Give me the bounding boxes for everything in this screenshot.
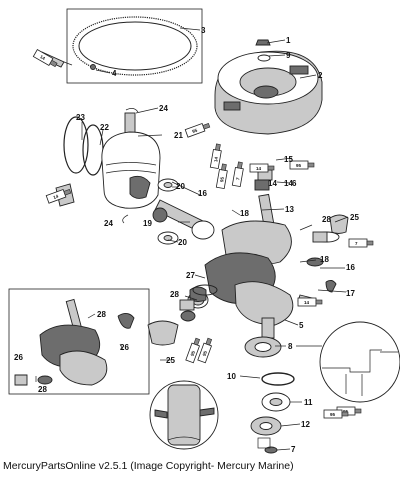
callout-13: 13 [285,205,294,214]
crankshaft [180,193,340,339]
callout-28: 28 [322,215,331,224]
sealant-tube: 95 [184,122,211,138]
sealant-tube-label: 14 [52,193,59,200]
callout-14: 14 [284,179,293,188]
callout-20-b: 20 [178,238,187,247]
sealant-tube-label: 95 [219,176,225,182]
callout-21: 21 [174,131,183,140]
sealant-tube: 7 [231,161,244,188]
connecting-rod [152,178,215,245]
ring-gear-panel [38,8,203,84]
callout-9: 9 [286,51,291,60]
callout-28-b: 28 [170,290,179,299]
callout-8: 8 [288,342,293,351]
callout-16-b: 16 [346,263,355,272]
callout-22: 22 [100,123,109,132]
callout-5: 5 [299,321,304,330]
seal-detail [296,321,400,403]
callout-25: 25 [350,213,359,222]
callout-3: 3 [201,26,206,35]
sealant-tube: 14 [45,188,72,204]
sealant-tube-label: 95 [191,127,198,134]
image-caption: MercuryPartsOnline v2.5.1 (Image Copyrig… [3,460,294,472]
sealant-tube-label: 7 [355,241,358,246]
sealant-tube-label: 95 [190,350,197,357]
flywheel-assembly [214,39,323,135]
lower-bearing-stack [244,336,295,454]
sealant-tube: 95 [289,160,315,170]
bearing-halves [147,169,349,346]
callout-4: 4 [112,69,117,78]
bearing-detail [149,380,219,450]
callout-12: 12 [301,420,310,429]
callout-17: 17 [346,289,355,298]
sealant-tube-label: 95 [330,412,336,417]
sealant-tube-label: 95 [202,350,209,357]
callout-28-d: 28 [38,385,47,394]
sealant-tube: 14 [32,48,58,68]
callout-18: 18 [240,209,249,218]
sealant-tube: 95 [323,409,349,419]
callout-16: 16 [198,189,207,198]
callout-18-b: 18 [320,255,329,264]
leader-lines [35,27,349,451]
callout-24-b: 24 [104,219,113,228]
callout-20: 20 [176,182,185,191]
callout-25-b: 25 [166,356,175,365]
callout-14-b: 14 [268,179,277,188]
sealant-tube-label: 14 [213,156,219,162]
callout-7: 7 [291,445,296,454]
sealant-tube: 14 [249,163,275,173]
sealant-tube-label: 14 [256,166,262,171]
sealant-tube: 95 [215,163,228,190]
sealant-tube: 95 [197,337,213,364]
callout-2: 2 [318,71,323,80]
callout-23: 23 [76,113,85,122]
callout-1: 1 [286,36,291,45]
callout-10: 10 [227,372,236,381]
sealant-tube-label: 14 [304,300,310,305]
callout-27: 27 [186,271,195,280]
callout-numbers: 1 2 3 4 5 6 7 8 9 10 11 12 13 14 15 16 1… [14,26,359,454]
callout-24: 24 [159,104,168,113]
inset-crankshaft-panel [8,288,150,395]
sealant-tube-label: 95 [296,163,302,168]
callout-6: 6 [292,179,297,188]
sealant-tube: 7 [348,238,374,248]
sealant-tube-label: 7 [235,177,240,181]
callout-26-b: 26 [120,343,129,352]
sealant-tube-label: 95 [343,409,349,414]
callout-28-c: 28 [97,310,106,319]
callout-15: 15 [284,155,293,164]
callout-19: 19 [143,219,152,228]
sealant-tube: 14 [209,143,222,170]
sealant-tube: 14 [297,297,323,307]
callout-26: 26 [14,353,23,362]
sealant-tube-label: 14 [39,54,46,61]
sealant-tube: 95 [185,337,201,364]
callout-11: 11 [304,398,313,407]
piston-group [55,108,161,224]
